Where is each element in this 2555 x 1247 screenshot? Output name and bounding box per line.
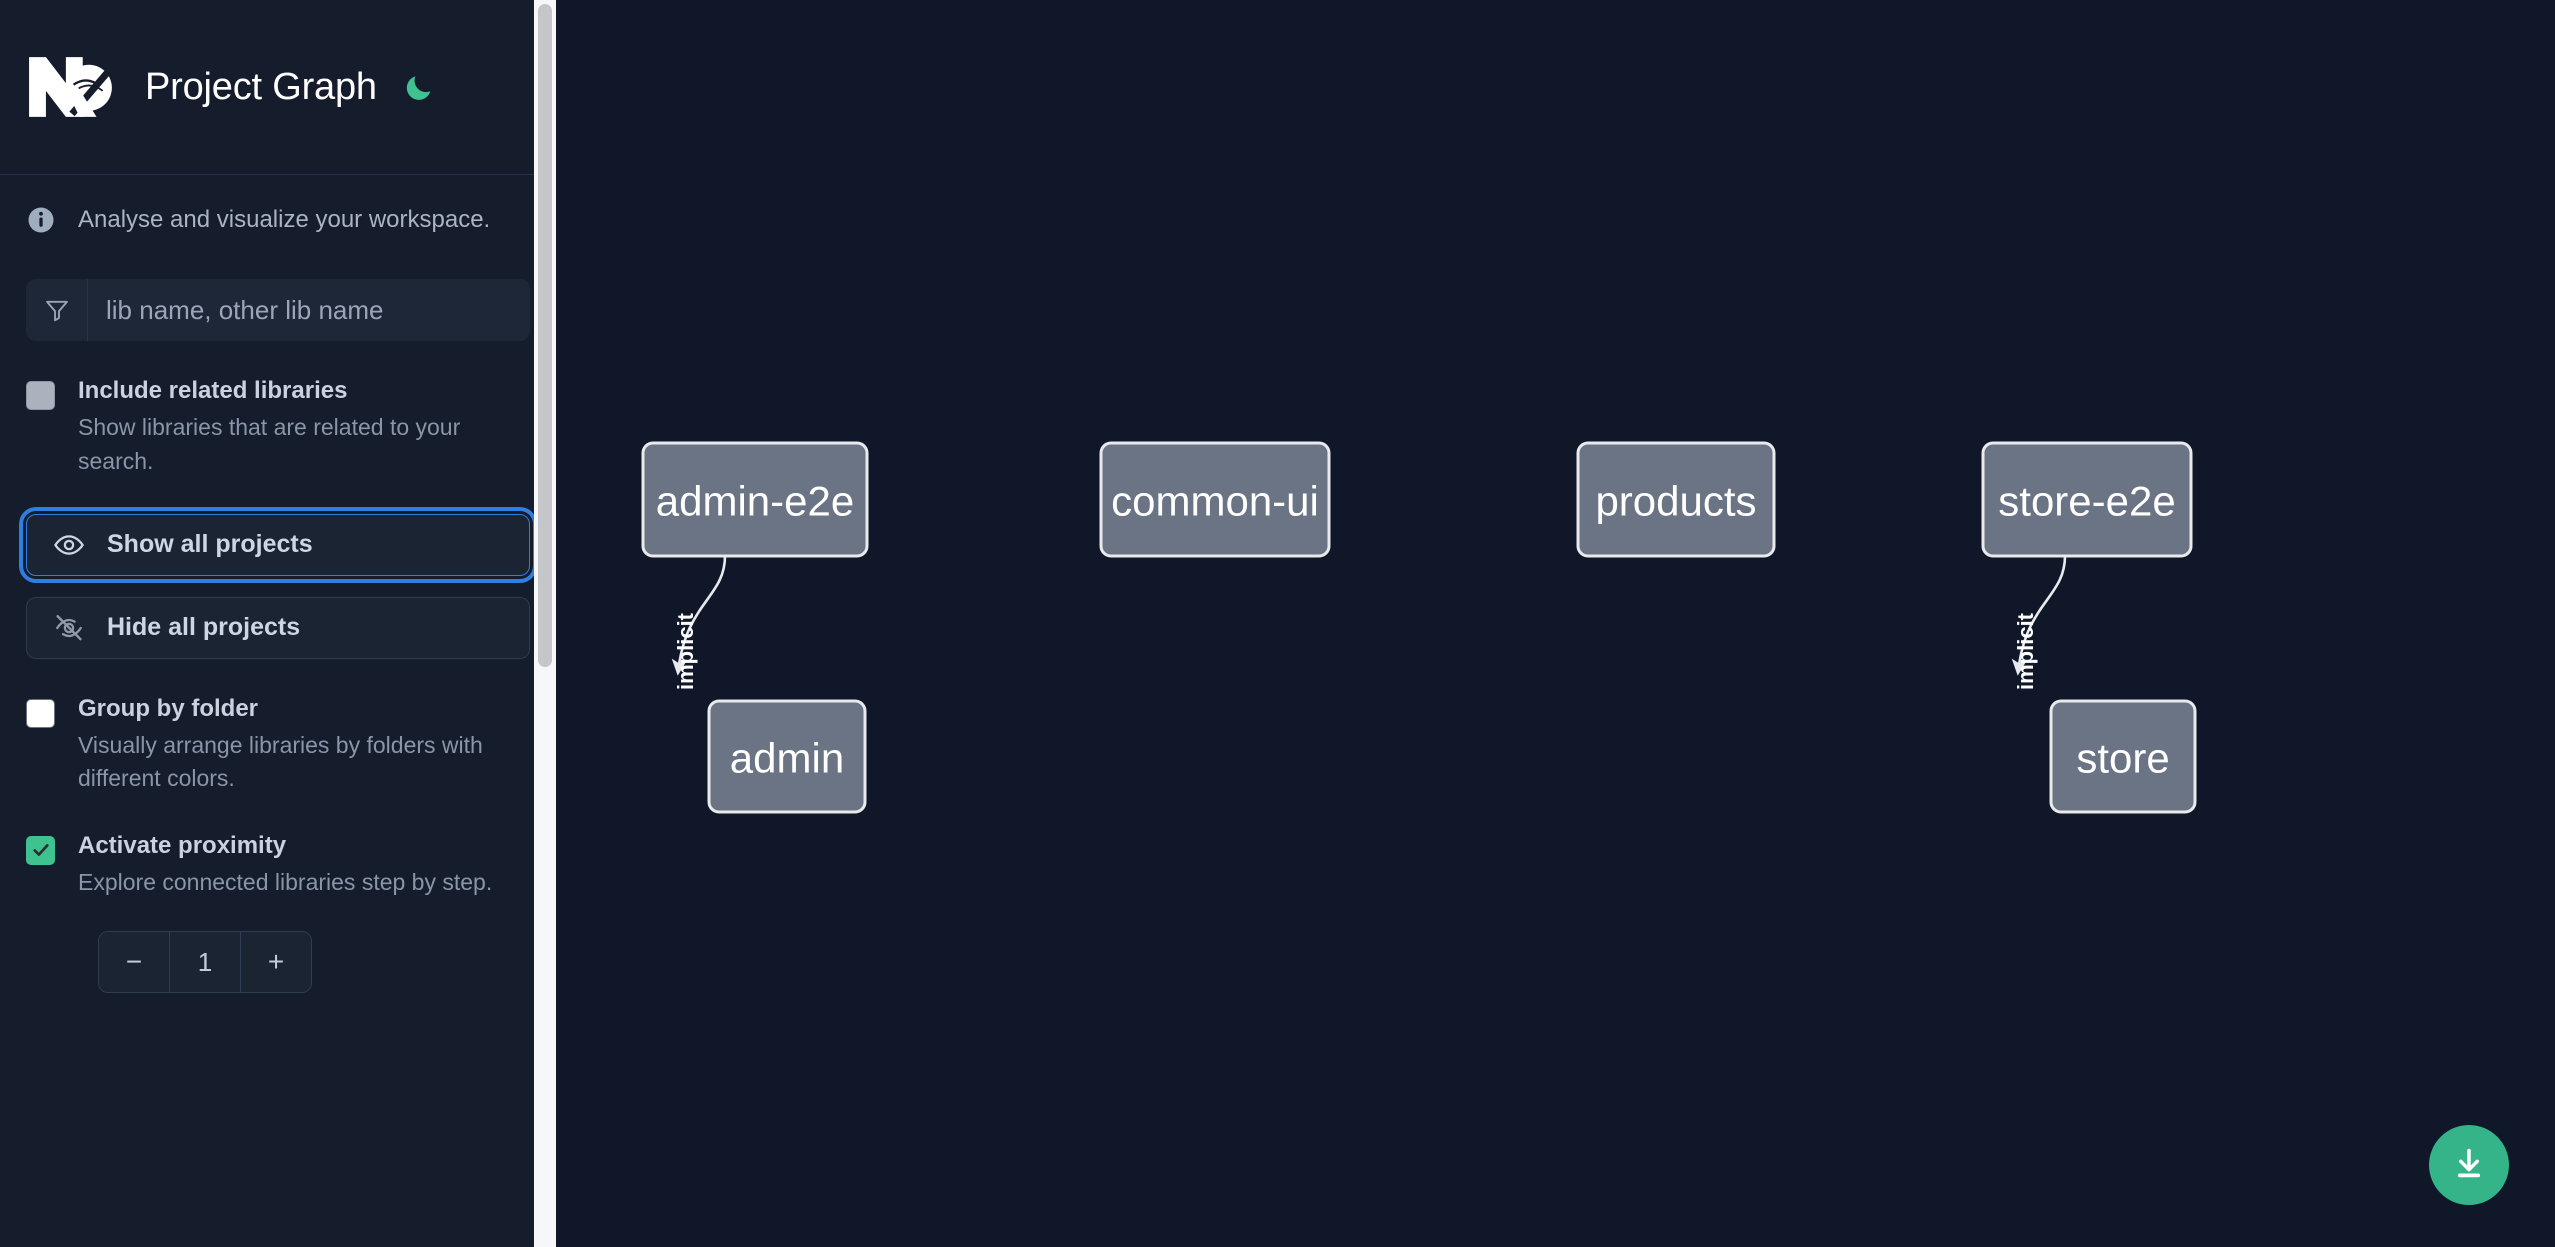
option-title: Group by folder: [78, 694, 258, 722]
tagline-text: Analyse and visualize your workspace.: [78, 206, 491, 233]
graph-edge-store-e2e-to-store[interactable]: implicit: [2011, 555, 2067, 690]
show-all-projects-label: Show all projects: [107, 530, 313, 559]
graph-node-admin[interactable]: admin: [707, 699, 867, 814]
proximity-stepper[interactable]: − 1 +: [98, 931, 312, 994]
graph-node-products[interactable]: products: [1576, 441, 1776, 558]
sidebar-scrollbar-thumb[interactable]: [538, 4, 552, 667]
option-text: Include related libraries Show libraries…: [78, 375, 530, 478]
moon-icon[interactable]: [401, 69, 437, 105]
hide-all-projects-label: Hide all projects: [107, 613, 301, 642]
graph-edge-label: implicit: [673, 612, 698, 690]
option-text: Group by folder Visually arrange librari…: [78, 693, 530, 796]
search-field[interactable]: [26, 279, 530, 341]
graph-node-label: admin: [730, 735, 844, 782]
graph-nodes: admin-e2e common-ui products store-e2e a…: [641, 441, 2197, 814]
graph-edges: implicit implicit: [671, 555, 2067, 690]
option-description: Visually arrange libraries by folders wi…: [78, 732, 483, 792]
graph-edge-admin-e2e-to-admin[interactable]: implicit: [671, 555, 727, 690]
download-graph-button[interactable]: [2429, 1125, 2509, 1205]
graph-node-label: admin-e2e: [656, 478, 854, 525]
graph-node-store[interactable]: store: [2049, 699, 2197, 814]
option-include-related-libraries[interactable]: Include related libraries Show libraries…: [26, 375, 530, 478]
graph-node-label: products: [1595, 478, 1756, 525]
project-visibility-buttons: Show all projects Hide all projects: [26, 513, 530, 659]
show-all-projects-button[interactable]: Show all projects: [26, 513, 530, 576]
sidebar-content: Project Graph Analyse and visualize yo: [0, 0, 556, 994]
graph-node-label: store-e2e: [1998, 478, 2175, 525]
proximity-decrement-button[interactable]: −: [99, 932, 169, 993]
filter-funnel-icon: [26, 279, 88, 341]
graph-node-store-e2e[interactable]: store-e2e: [1981, 441, 2193, 558]
proximity-value: 1: [169, 932, 241, 993]
sidebar-scrollbar[interactable]: [534, 0, 556, 1247]
proximity-increment-button[interactable]: +: [241, 932, 311, 993]
option-group-by-folder[interactable]: Group by folder Visually arrange librari…: [26, 693, 530, 796]
option-activate-proximity[interactable]: Activate proximity Explore connected lib…: [26, 830, 530, 900]
graph-node-label: store: [2076, 735, 2169, 782]
hide-all-projects-button[interactable]: Hide all projects: [26, 596, 530, 659]
graph-node-common-ui[interactable]: common-ui: [1099, 441, 1331, 558]
checkmark-icon: [32, 844, 49, 857]
search-input[interactable]: [88, 279, 530, 341]
checkbox-activate-proximity[interactable]: [26, 835, 55, 865]
option-text: Activate proximity Explore connected lib…: [78, 830, 492, 900]
graph-edge-label: implicit: [2013, 612, 2038, 690]
sidebar-controls: Include related libraries Show libraries…: [0, 279, 556, 994]
sidebar: Project Graph Analyse and visualize yo: [0, 0, 556, 1247]
info-icon: [26, 205, 56, 235]
download-icon: [2450, 1145, 2488, 1186]
workspace-tagline: Analyse and visualize your workspace.: [0, 175, 556, 265]
checkbox-group-by-folder[interactable]: [26, 698, 55, 728]
page-title: Project Graph: [145, 65, 377, 108]
option-title: Activate proximity: [78, 831, 287, 859]
nx-logo-icon: [26, 54, 118, 120]
eye-off-icon: [53, 612, 85, 644]
project-graph-svg[interactable]: implicit implicit admin-e2e common-ui: [556, 0, 2555, 1247]
option-description: Show libraries that are related to your …: [78, 414, 461, 474]
graph-canvas[interactable]: implicit implicit admin-e2e common-ui: [556, 0, 2555, 1247]
option-description: Explore connected libraries step by step…: [78, 868, 493, 895]
sidebar-header: Project Graph: [0, 0, 556, 175]
checkbox-include-related-libraries[interactable]: [26, 381, 55, 410]
graph-node-admin-e2e[interactable]: admin-e2e: [641, 441, 869, 558]
graph-node-label: common-ui: [1111, 478, 1319, 525]
eye-icon: [53, 529, 85, 561]
option-title: Include related libraries: [78, 377, 348, 404]
